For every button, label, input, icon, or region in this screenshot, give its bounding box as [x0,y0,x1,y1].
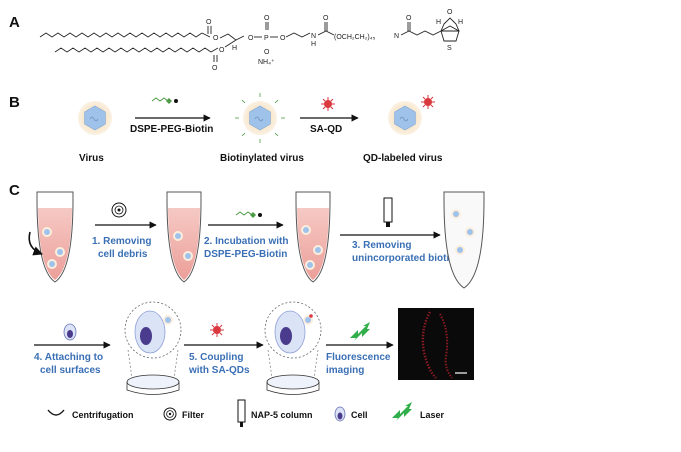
filter-legend-icon [163,407,177,421]
atom-o-1: O [206,19,212,26]
legend-filter: Filter [182,410,205,420]
atom-o-3: O [219,47,225,54]
atom-peg-repeat: (OCH₂CH₂)₄₅ [334,34,376,41]
fluorescence-image [398,308,474,380]
atom-p: P [264,35,269,42]
step2-line2: DSPE-PEG-Biotin [204,249,287,260]
tube-3 [295,191,331,283]
cell-icon [63,323,77,341]
panel-label-b: B [9,94,20,111]
step-label-saqd: SA-QD [310,124,342,135]
panel-c-row1: 1. Removing cell debris 2. Incubation wi… [28,191,485,289]
step3-line2: unincorporated biotin [352,253,455,264]
atom-o-4: O [212,65,218,72]
atom-h-4: H [458,19,463,26]
centrifugation-icon [47,409,65,416]
biotinylated-virus [235,93,285,143]
atom-s: S [447,45,452,52]
panel-label-a: A [9,14,20,31]
atom-o-6: O [264,15,270,22]
atom-h: H [232,45,237,52]
atom-h-3: H [436,19,441,26]
sa-qd-icon [320,96,336,112]
filter-icon [111,202,127,218]
atom-n-1: N [311,33,316,40]
atom-o-9: O [323,15,329,22]
step5-line2: with SA-QDs [188,365,250,376]
step4-line2: cell surfaces [40,365,101,376]
panel-b: Virus DSPE-PEG-Biotin Biotinylated virus… [77,93,443,164]
virus-label: Virus [79,153,104,164]
dspe-peg-biotin-structure: O O H O O O P O O NH₄⁺ O N H O (OCH₂CH₂)… [39,9,463,72]
biotinylated-label: Biotinylated virus [220,153,304,164]
step1-line1: 1. Removing [92,236,151,247]
legend: Centrifugation Filter NAP-5 column Cell … [47,399,445,427]
step1-line2: cell debris [98,249,148,260]
panel-c-row2: 4. Attaching to cell surfaces 5. Couplin… [34,301,474,395]
step6-line2: imaging [326,365,364,376]
step5-line1: 5. Coupling [189,352,243,363]
sa-qd-icon-c [209,322,225,338]
laser-legend-icon [392,402,412,421]
qd-labeled-virus [387,94,436,136]
nap5-column-icon [383,197,393,227]
legend-laser: Laser [420,410,445,420]
cell-legend-icon [334,406,346,422]
atom-nh4: NH₄⁺ [258,59,275,66]
step-label-dspe: DSPE-PEG-Biotin [130,124,213,135]
atom-o-8: O [280,35,286,42]
panel-label-c: C [9,182,20,199]
tube-1 [28,191,74,283]
atom-o-7: O [264,49,270,56]
atom-o-5: O [248,35,254,42]
step6-line1: Fluorescence [326,352,391,363]
legend-cell: Cell [351,410,368,420]
step3-line1: 3. Removing [352,240,411,251]
step2-line1: 2. Incubation with [204,236,288,247]
qd-labeled-label: QD-labeled virus [363,153,443,164]
biotin-lipid-icon [151,97,179,105]
atom-o-10: O [406,15,412,22]
atom-o-11: O [447,9,453,16]
atom-n-2: N [394,33,399,40]
legend-centrifugation: Centrifugation [72,410,134,420]
virus-particle [77,100,113,136]
step4-line1: 4. Attaching to [34,352,103,363]
column-legend-icon [237,399,246,427]
laser-icon-c [350,322,370,341]
biotin-lipid-icon-c [235,211,263,219]
legend-column: NAP-5 column [251,410,313,420]
atom-o-2: O [213,35,219,42]
atom-h-2: H [311,41,316,48]
tube-4 [443,191,485,289]
tube-2 [166,191,202,283]
dish-2 [264,301,322,395]
dish-1 [124,301,182,395]
